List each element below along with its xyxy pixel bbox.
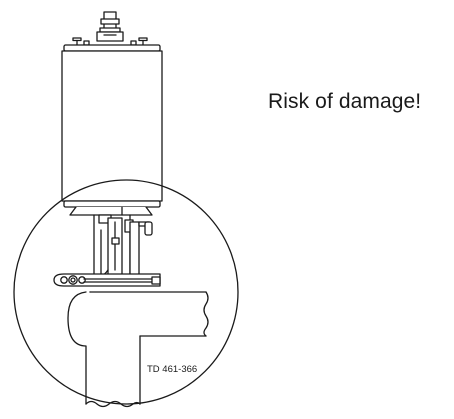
actuator-housing — [61, 44, 163, 208]
vertical-pipe — [67, 291, 141, 408]
drawing-number: TD 461-366 — [147, 364, 197, 375]
clamp-bar — [53, 273, 161, 287]
mounting-bracket — [69, 206, 153, 216]
detail-circle — [13, 179, 239, 405]
valve-stem — [93, 214, 153, 285]
top-connector — [96, 11, 124, 42]
horizontal-pipe — [89, 291, 209, 337]
warning-text: Risk of damage! — [268, 90, 422, 113]
